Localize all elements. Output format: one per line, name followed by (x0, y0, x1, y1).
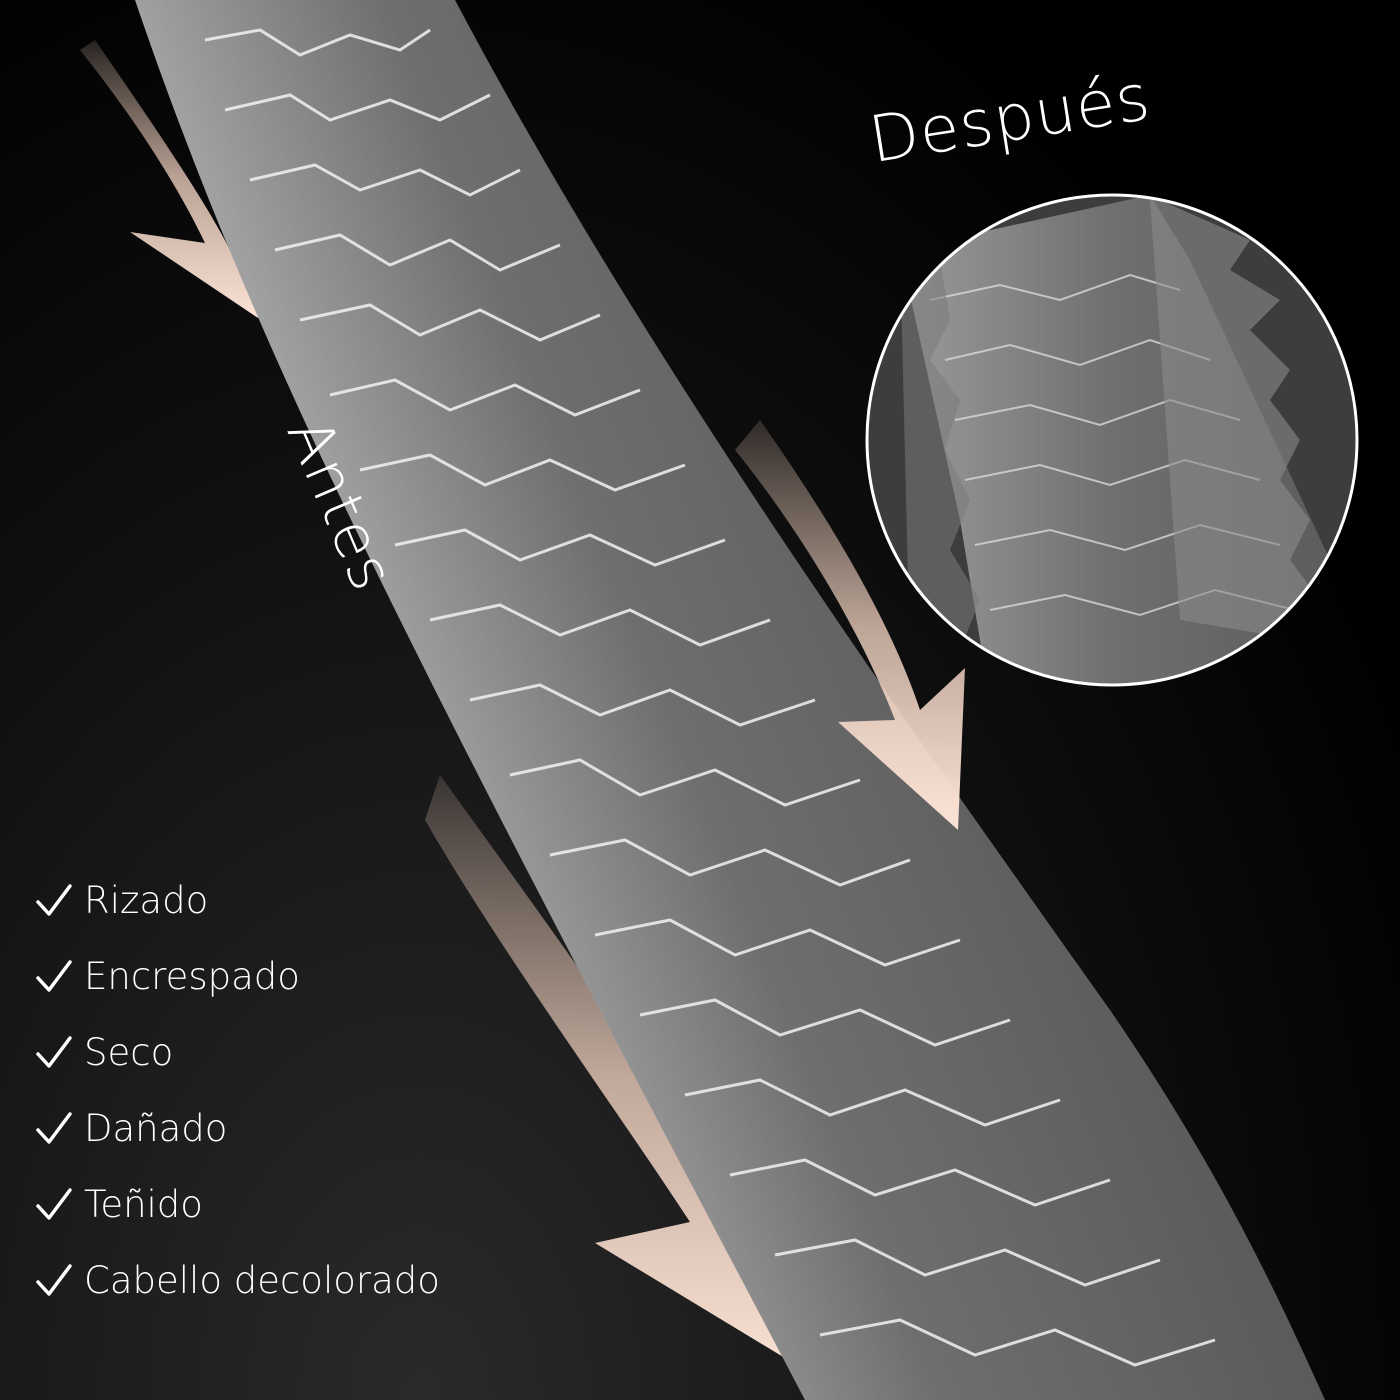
arrow-right (735, 420, 965, 830)
check-icon (36, 1264, 72, 1296)
list-item: Teñido (34, 1166, 440, 1242)
check-icon (36, 1188, 72, 1220)
list-item-label: Seco (84, 1030, 174, 1074)
check-icon (36, 1112, 72, 1144)
list-item-label: Cabello decolorado (84, 1258, 440, 1302)
list-item: Rizado (34, 862, 440, 938)
list-item: Seco (34, 1014, 440, 1090)
list-item-label: Rizado (84, 878, 209, 922)
check-icon (36, 960, 72, 992)
list-item: Encrespado (34, 938, 440, 1014)
list-item: Cabello decolorado (34, 1242, 440, 1318)
list-item: Dañado (34, 1090, 440, 1166)
arrow-top-left (80, 40, 258, 318)
check-icon (36, 1036, 72, 1068)
check-icon (36, 884, 72, 916)
list-item-label: Dañado (84, 1106, 228, 1150)
list-item-label: Encrespado (84, 954, 300, 998)
benefits-checklist: Rizado Encrespado Seco Dañado Teñido Cab… (34, 862, 440, 1318)
list-item-label: Teñido (84, 1182, 203, 1226)
